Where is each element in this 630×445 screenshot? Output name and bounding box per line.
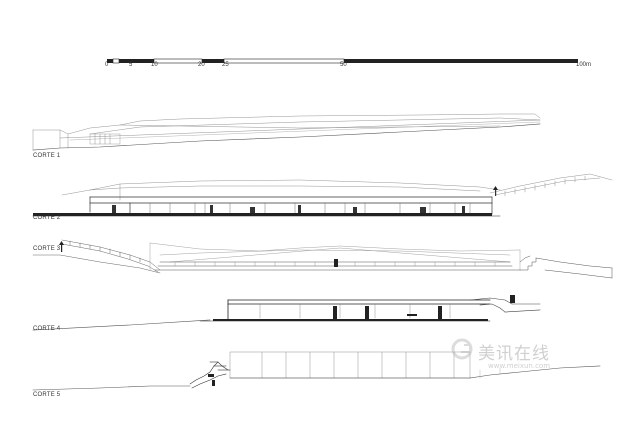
section-label-corte-1: CORTE 1: [33, 153, 61, 159]
scale-tick-0: 0: [105, 62, 109, 68]
section-label-corte-4: CORTE 4: [33, 326, 61, 332]
watermark-url: www.meixun.com: [488, 362, 551, 370]
scale-tick-10: 10: [151, 62, 158, 68]
section-2-drawing: [32, 173, 613, 217]
scale-tick-50: 50: [340, 62, 347, 68]
section-1-drawing: [32, 113, 541, 151]
section-4-drawing: [32, 295, 541, 331]
section-label-corte-3: CORTE 3: [33, 246, 61, 252]
section-label-corte-2: CORTE 2: [33, 215, 61, 221]
watermark-logo: [451, 338, 473, 360]
scale-tick-25: 25: [222, 62, 229, 68]
scale-tick-100m: 100m: [576, 62, 592, 68]
scale-tick-20: 20: [198, 62, 205, 68]
section-5-drawing: [32, 351, 601, 391]
section-3-drawing: [32, 239, 613, 279]
section-label-corte-5: CORTE 5: [33, 392, 61, 398]
watermark-title: 美讯在线: [478, 344, 550, 364]
scale-tick-5: 5: [129, 62, 133, 68]
